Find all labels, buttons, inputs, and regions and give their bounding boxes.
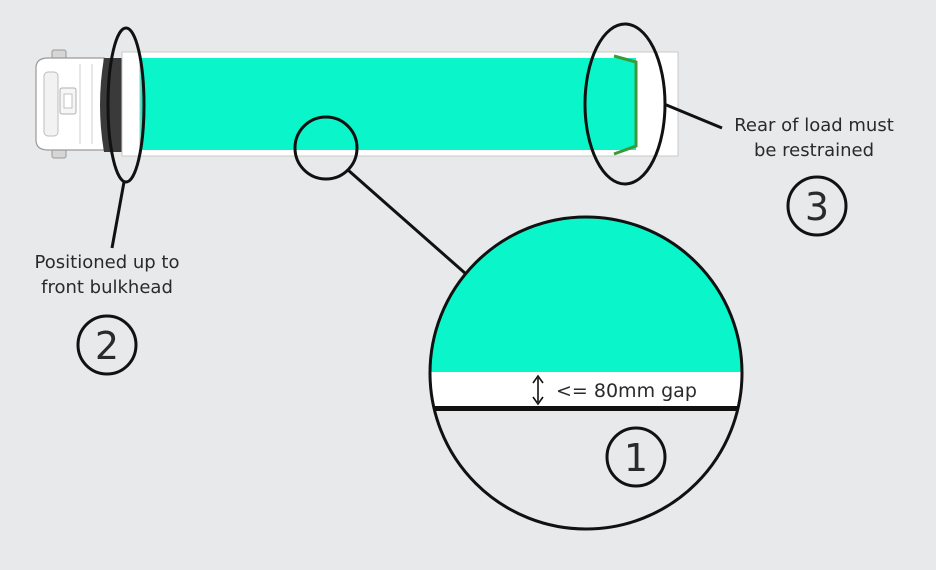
gap-label: <= 80mm gap bbox=[556, 380, 697, 402]
rear-restraint bbox=[613, 54, 638, 156]
front-bulkhead-highlight-circle bbox=[106, 26, 146, 184]
front-callout-line bbox=[110, 181, 126, 249]
number-2-text: 2 bbox=[95, 324, 119, 368]
number-1-text: 1 bbox=[624, 436, 648, 480]
gap-magnifier-circle bbox=[293, 115, 359, 181]
number-3-text: 3 bbox=[805, 185, 829, 229]
number-3-badge bbox=[786, 175, 848, 237]
magnifier-connector-line bbox=[347, 168, 467, 276]
front-bulkhead bbox=[100, 58, 122, 152]
number-1-badge bbox=[605, 426, 667, 488]
rear-label-line1: Rear of load must bbox=[734, 115, 894, 136]
front-label-line1: Positioned up to bbox=[35, 252, 180, 273]
number-2-badge bbox=[76, 314, 138, 376]
rear-callout-line bbox=[663, 102, 723, 130]
double-arrow-vertical-icon bbox=[532, 374, 544, 406]
truck-cab-icon bbox=[35, 49, 105, 159]
zoomed-gap-detail bbox=[430, 217, 742, 529]
rear-label-line2: be restrained bbox=[754, 140, 874, 161]
front-label-line2: front bulkhead bbox=[41, 277, 173, 298]
load-block bbox=[140, 58, 636, 150]
